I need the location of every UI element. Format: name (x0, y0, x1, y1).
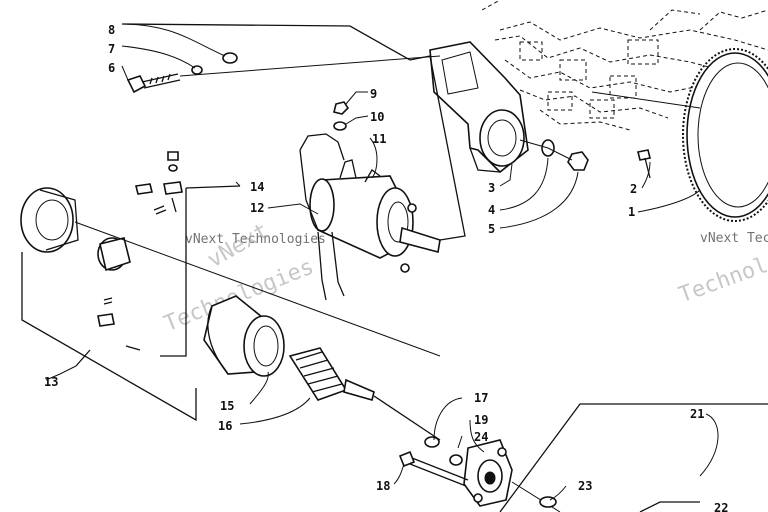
callout-7: 7 (108, 42, 115, 56)
starter-motor-assembly (299, 133, 441, 301)
callout-3: 3 (488, 181, 495, 195)
callout-21: 21 (690, 407, 704, 421)
callout-10: 10 (370, 110, 384, 124)
callout-18: 18 (376, 479, 390, 493)
engine-block-outline (481, 0, 768, 131)
callout-19: 19 (474, 413, 488, 427)
callout-11: 11 (372, 132, 386, 146)
nut-5 (567, 151, 589, 171)
washer-24 (449, 454, 463, 466)
callout-13: 13 (44, 375, 58, 389)
group-bracket-13 (21, 252, 197, 422)
callout-14: 14 (250, 180, 264, 194)
centerline-bracket (519, 139, 573, 161)
centerline-flywheel (591, 91, 701, 109)
watermark-vnext-center: vNext (203, 218, 273, 273)
callout-labels: 8 7 6 9 10 11 12 14 3 4 5 2 1 13 15 16 1… (44, 23, 728, 512)
centerline-armature (74, 221, 441, 357)
drive-kit-box (499, 403, 768, 512)
washer-23 (539, 496, 557, 508)
bolt-6 (126, 73, 181, 94)
centerline-bolt (179, 55, 441, 77)
thrust-washer-17 (424, 436, 440, 448)
watermark-text-center: vNext Technologies (185, 232, 326, 247)
terminal-nut-9 (333, 101, 350, 115)
rear-end-cap (20, 187, 79, 253)
callout-9: 9 (370, 87, 377, 101)
brush-kit (97, 151, 183, 351)
flywheel-pin (637, 149, 651, 179)
callout-12: 12 (250, 201, 264, 215)
callout-5: 5 (488, 222, 495, 236)
callout-23: 23 (578, 479, 592, 493)
callout-15: 15 (220, 399, 234, 413)
callout-8: 8 (108, 23, 115, 37)
watermark-text-right: vNext Technologies (700, 231, 768, 246)
washer-8 (222, 52, 238, 64)
callout-2: 2 (630, 182, 637, 196)
terminal-washer-10 (333, 121, 347, 131)
flywheel-ring-gear (682, 48, 768, 222)
callout-16: 16 (218, 419, 232, 433)
callout-22: 22 (714, 501, 728, 512)
through-bolt-18 (398, 450, 469, 487)
leader-lines (45, 23, 719, 501)
group-bracket-main (121, 23, 466, 241)
field-frame (203, 295, 285, 377)
group-bracket-14 (160, 185, 241, 357)
armature (288, 347, 441, 441)
drive-end-housing (463, 439, 513, 507)
callout-1: 1 (628, 205, 635, 219)
mounting-bracket (429, 41, 529, 174)
callout-6: 6 (108, 61, 115, 75)
callout-4: 4 (488, 203, 495, 217)
brush-holder (97, 237, 131, 272)
callout-24: 24 (474, 430, 488, 444)
callout-17: 17 (474, 391, 488, 405)
